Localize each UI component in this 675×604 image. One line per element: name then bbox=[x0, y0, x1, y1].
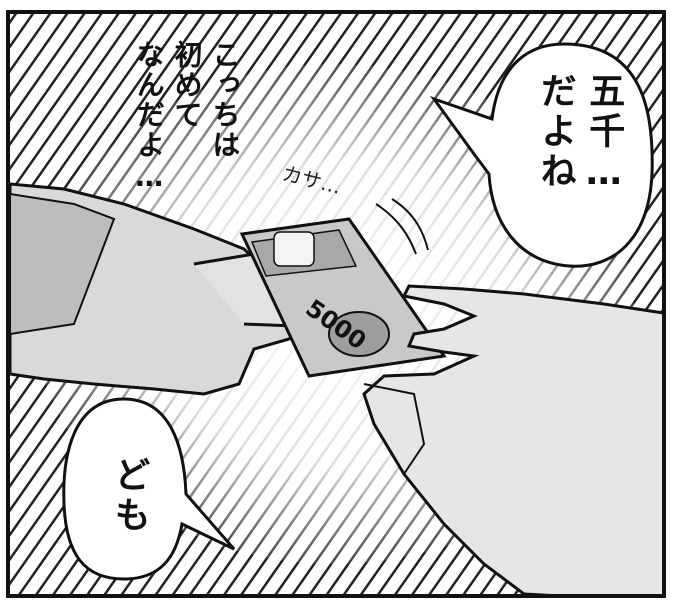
speech-bubble-right bbox=[429, 42, 654, 268]
panel-art: 5000 bbox=[10, 14, 662, 594]
speech-bubble-left bbox=[62, 397, 236, 581]
left-sleeve bbox=[10, 192, 116, 336]
speech-bubble-left-text: ども bbox=[108, 456, 150, 536]
motion-line bbox=[375, 203, 417, 255]
panel-frame: 5000 こっちは 初めて なんだよ… カサ… 五千… だよね ども bbox=[6, 10, 666, 598]
right-hands bbox=[362, 284, 662, 594]
motion-line bbox=[391, 198, 429, 251]
right-hand-fingers bbox=[363, 383, 426, 475]
banknote bbox=[239, 217, 447, 378]
speech-bubble-right-text: 五千… だよね bbox=[534, 72, 625, 197]
narration-text: こっちは 初めて なんだよ… bbox=[132, 40, 242, 195]
